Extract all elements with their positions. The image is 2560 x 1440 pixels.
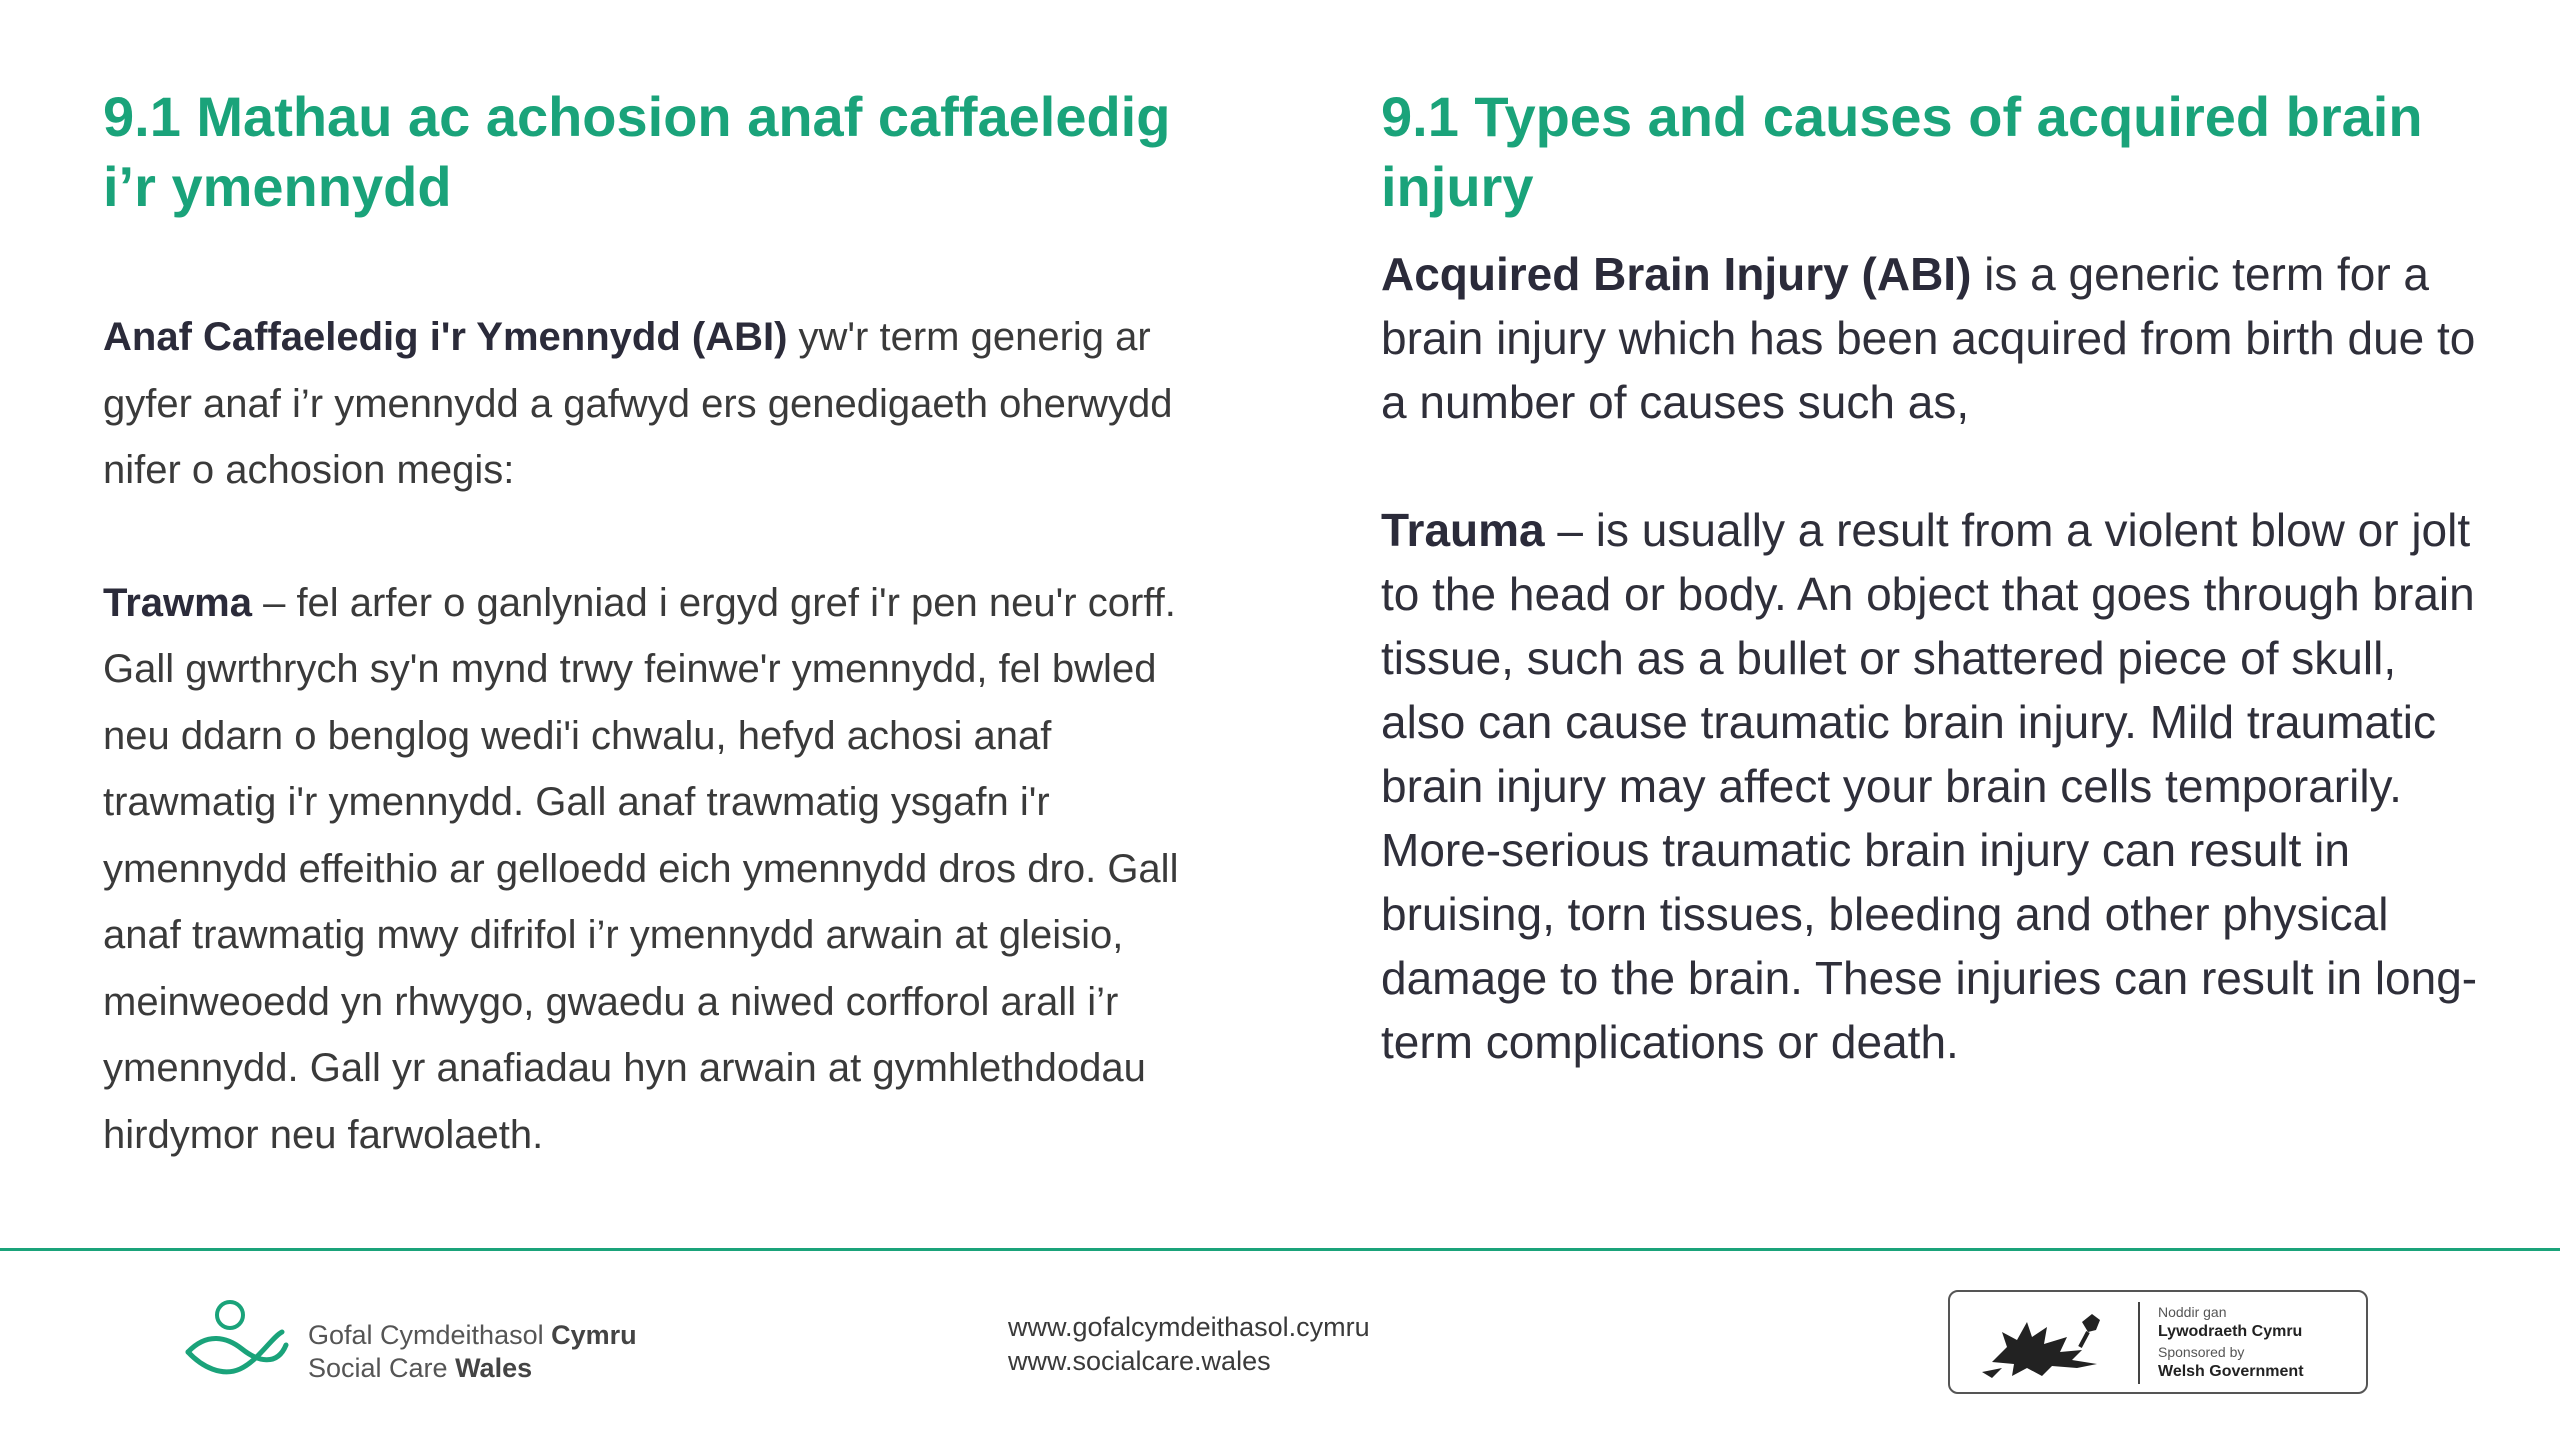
url-welsh[interactable]: www.gofalcymdeithasol.cymru — [1008, 1312, 1370, 1342]
english-intro-paragraph: Acquired Brain Injury (ABI) is a generic… — [1381, 242, 2481, 434]
badge-sponsored-english: Sponsored by — [2158, 1344, 2245, 1360]
welsh-trauma-term: Trawma — [103, 580, 252, 625]
social-care-wales-logo-icon — [185, 1300, 289, 1375]
welsh-trauma-paragraph: Trawma – fel arfer o ganlyniad i ergyd g… — [103, 570, 1203, 1169]
badge-gov-english: Welsh Government — [2158, 1363, 2304, 1380]
logo-line1-bold: Cymru — [551, 1320, 637, 1350]
badge-text: Noddir gan Lywodraeth Cymru Sponsored by… — [2158, 1302, 2304, 1382]
english-intro-text: is a generic term for a brain injury whi… — [1381, 248, 2476, 428]
url-english[interactable]: www.socialcare.wales — [1008, 1346, 1271, 1376]
english-trauma-term: Trauma — [1381, 504, 1545, 556]
welsh-trauma-text: – fel arfer o ganlyniad i ergyd gref i'r… — [103, 580, 1179, 1157]
welsh-intro-paragraph: Anaf Caffaeledig i'r Ymennydd (ABI) yw'r… — [103, 304, 1203, 504]
english-trauma-text: – is usually a result from a violent blo… — [1381, 504, 2478, 1068]
logo-line1-regular: Gofal Cymdeithasol — [308, 1320, 552, 1350]
social-care-wales-logo: Gofal Cymdeithasol Cymru Social Care Wal… — [182, 1297, 742, 1387]
welsh-column: 9.1 Mathau ac achosion anaf caffaeledig … — [103, 82, 1203, 1168]
welsh-intro-text: yw'r term generig ar gyfer anaf i’r ymen… — [103, 315, 1173, 492]
badge-gov-welsh: Lywodraeth Cymru — [2158, 1323, 2303, 1340]
english-heading: 9.1 Types and causes of acquired brain i… — [1381, 85, 2423, 218]
english-trauma-paragraph: Trauma – is usually a result from a viol… — [1381, 498, 2481, 1074]
welsh-dragon-icon — [1982, 1314, 2100, 1378]
welsh-heading: 9.1 Mathau ac achosion anaf caffaeledig … — [103, 85, 1171, 218]
welsh-government-badge: Noddir gan Lywodraeth Cymru Sponsored by… — [1948, 1290, 2368, 1394]
welsh-intro-term: Anaf Caffaeledig i'r Ymennydd (ABI) — [103, 315, 788, 359]
english-column: 9.1 Types and causes of acquired brain i… — [1381, 82, 2481, 1074]
english-intro-term: Acquired Brain Injury (ABI) — [1381, 248, 1972, 300]
badge-sponsored-welsh: Noddir gan — [2158, 1304, 2227, 1320]
badge-divider — [2138, 1302, 2140, 1384]
footer-urls: www.gofalcymdeithasol.cymru www.socialca… — [1008, 1310, 1370, 1378]
logo-text: Gofal Cymdeithasol Cymru Social Care Wal… — [308, 1319, 637, 1385]
logo-line2-bold: Wales — [455, 1353, 533, 1383]
footer-divider — [0, 1248, 2560, 1251]
logo-line2-regular: Social Care — [308, 1353, 456, 1383]
